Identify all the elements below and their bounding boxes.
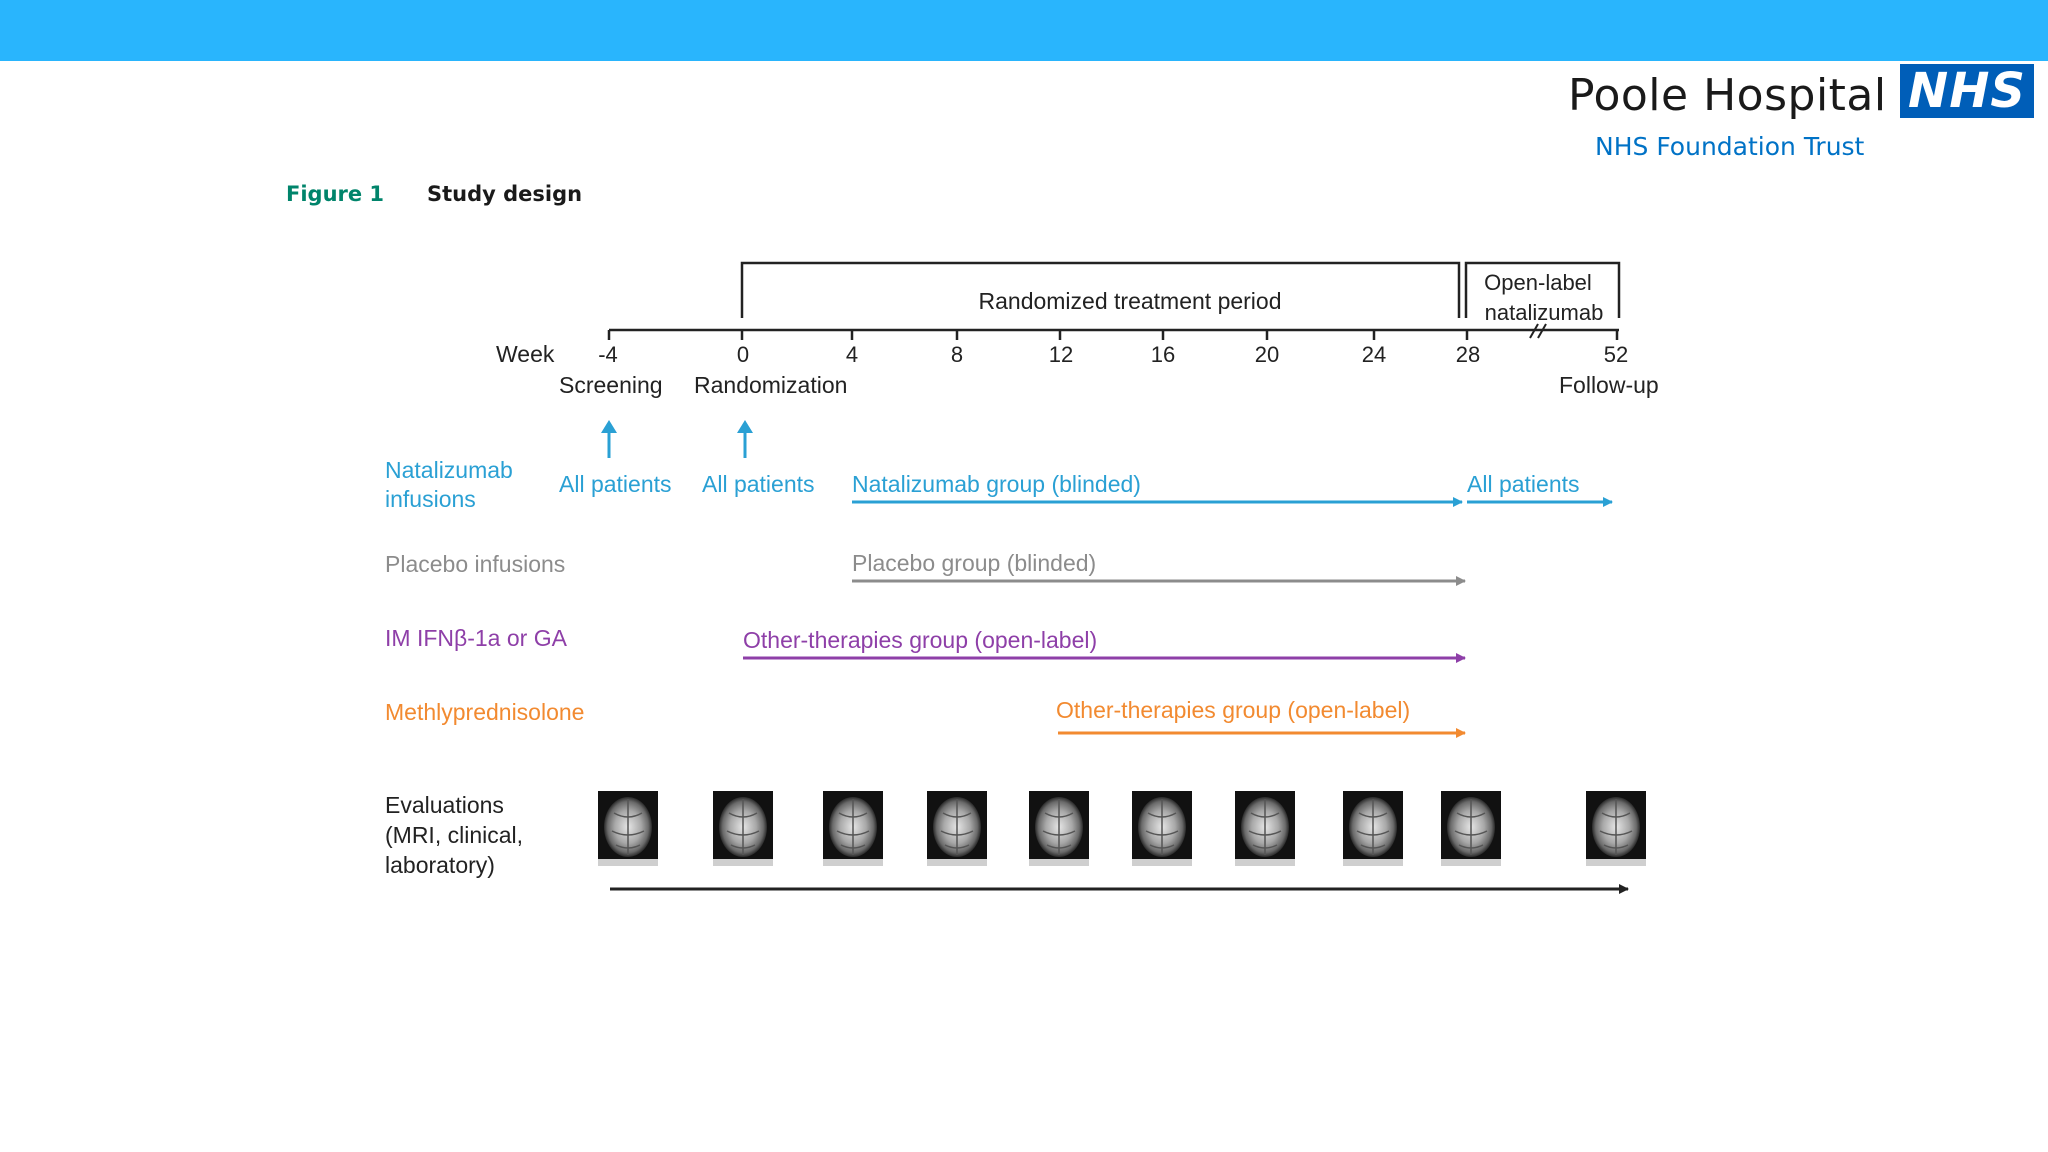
- figure-label: Figure 1: [286, 182, 385, 206]
- mri-scan-icon: [1586, 791, 1646, 866]
- tick-label-minus4: -4: [598, 342, 618, 367]
- nhs-logo-text: NHS: [1908, 63, 2026, 119]
- methylprednisolone-group-label: Other-therapies group (open-label): [1056, 697, 1410, 723]
- tick-label-52: 52: [1604, 342, 1628, 367]
- tick-label-16: 16: [1151, 342, 1175, 367]
- treatment-period-bracket: [740, 261, 1461, 318]
- placebo-group-label: Placebo group (blinded): [852, 550, 1096, 576]
- trust-name: NHS Foundation Trust: [1595, 132, 1865, 161]
- natalizumab-group-label: Natalizumab group (blinded): [852, 471, 1141, 497]
- im-ifn-group-label: Other-therapies group (open-label): [743, 627, 1097, 653]
- tick-label-28: 28: [1456, 342, 1480, 367]
- nhs-logo: NHS: [1900, 63, 2034, 119]
- figure-title: Study design: [427, 182, 583, 206]
- screening-up-arrow: [601, 420, 617, 458]
- im-ifn-row-label: IM IFNβ-1a or GA: [385, 625, 568, 651]
- tick-label-24: 24: [1362, 342, 1386, 367]
- mri-scan-icon: [1235, 791, 1295, 866]
- mri-scan-icon: [1132, 791, 1192, 866]
- tick-label-4: 4: [846, 342, 858, 367]
- tick-label-20: 20: [1255, 342, 1279, 367]
- top-banner: [0, 0, 2048, 61]
- randomization-label: Randomization: [694, 372, 847, 398]
- natalizumab-row-label-line2: infusions: [385, 486, 476, 512]
- open-label-bracket: [1464, 261, 1621, 318]
- all-patients-open-label: All patients: [1467, 471, 1580, 497]
- open-label-line1: Open-label: [1484, 270, 1592, 295]
- treatment-period-label: Randomized treatment period: [979, 288, 1282, 314]
- mri-scan-icon: [598, 791, 658, 866]
- hospital-name: Poole Hospital: [1568, 70, 1887, 121]
- tick-label-8: 8: [951, 342, 963, 367]
- screening-label: Screening: [559, 372, 663, 398]
- evaluations-label-line2: (MRI, clinical,: [385, 822, 523, 848]
- evaluations-label-line3: laboratory): [385, 852, 495, 878]
- mri-scan-icon: [823, 791, 883, 866]
- all-patients-screening: All patients: [559, 471, 672, 497]
- mri-scan-icon: [1343, 791, 1403, 866]
- tick-label-0: 0: [737, 342, 749, 367]
- randomization-up-arrow: [737, 420, 753, 458]
- mri-scan-icon: [1441, 791, 1501, 866]
- natalizumab-row-label-line1: Natalizumab: [385, 457, 513, 483]
- axis-break-mark: [1529, 323, 1547, 339]
- evaluations-label-line1: Evaluations: [385, 792, 504, 818]
- mri-scans: [598, 791, 1646, 866]
- methylprednisolone-row-label: Methlyprednisolone: [385, 699, 584, 725]
- all-patients-randomization: All patients: [702, 471, 815, 497]
- mri-scan-icon: [1029, 791, 1089, 866]
- placebo-row-label: Placebo infusions: [385, 551, 565, 577]
- hospital-brand: Poole Hospital NHS Foundation Trust: [1560, 60, 2040, 170]
- mri-scan-icon: [713, 791, 773, 866]
- tick-label-12: 12: [1049, 342, 1073, 367]
- follow-up-label: Follow-up: [1559, 372, 1659, 398]
- open-label-line2: natalizumab: [1485, 300, 1604, 325]
- mri-scan-icon: [927, 791, 987, 866]
- axis-ticks: [607, 330, 1619, 340]
- week-axis-label: Week: [496, 341, 555, 367]
